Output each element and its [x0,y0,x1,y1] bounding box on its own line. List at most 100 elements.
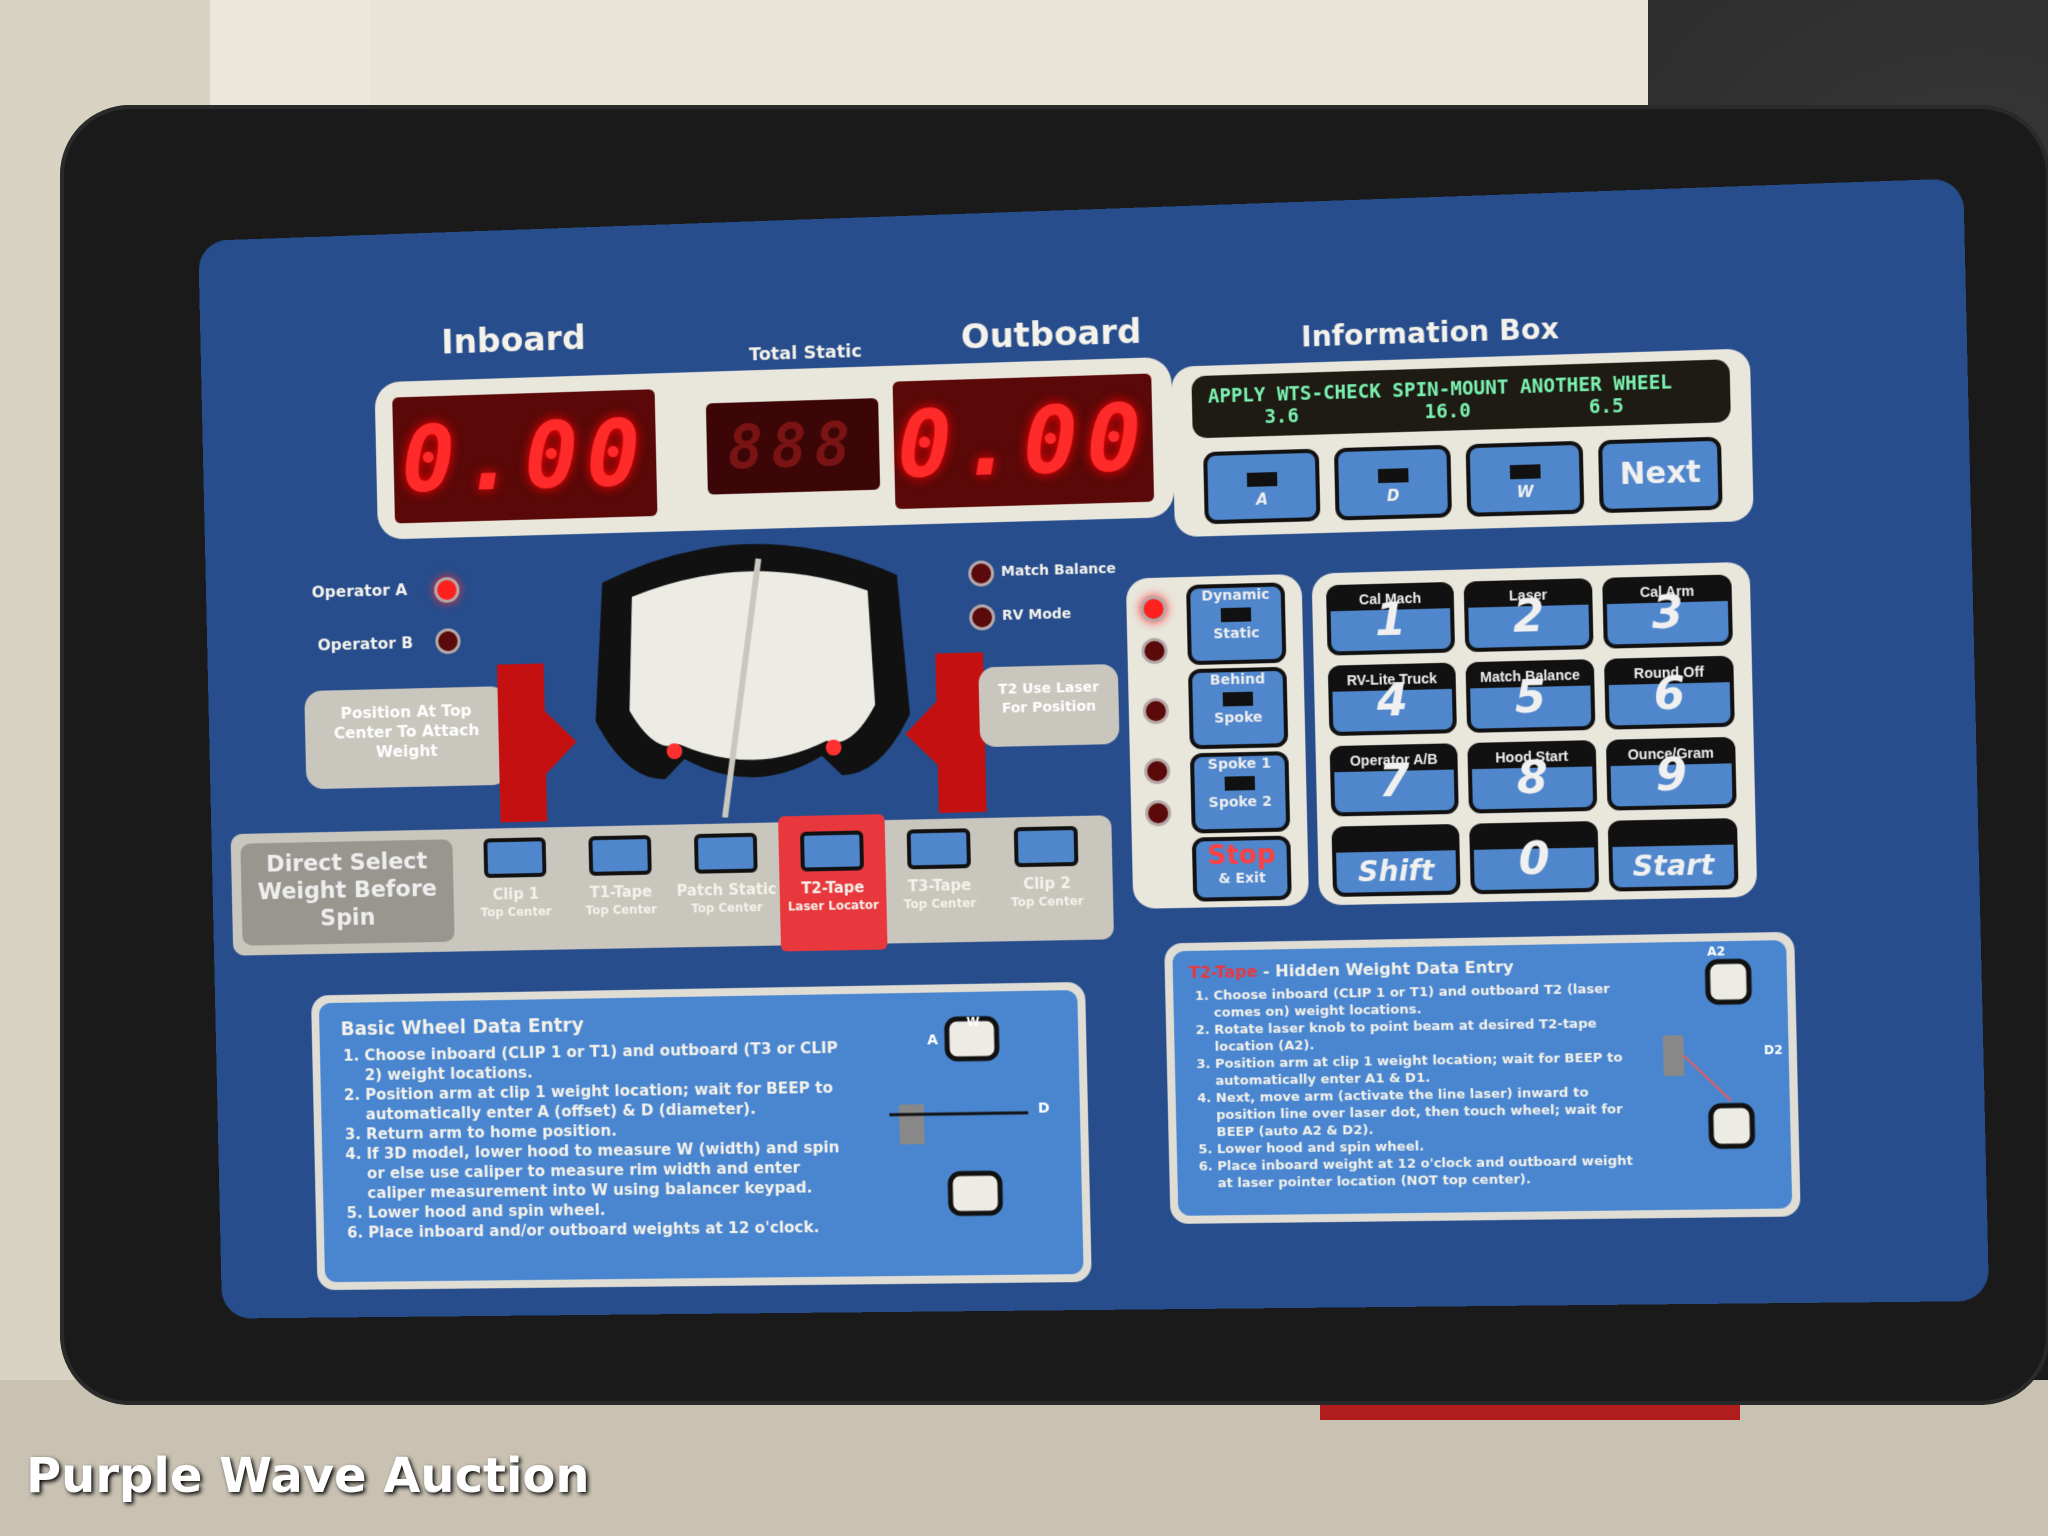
info-w-button[interactable]: W [1466,441,1585,517]
behind-spoke-button[interactable]: BehindSpoke [1188,667,1288,750]
info-box: APPLY WTS-CHECK SPIN-MOUNT ANOTHER WHEEL… [1171,348,1754,537]
keypad-key-value: 3 [1607,586,1729,641]
vfd-value-a: 3.6 [1208,405,1299,430]
operator-a-led [434,577,460,603]
vfd-value-w: 6.5 [1471,395,1624,422]
keypad-key-shift[interactable]: Shift [1331,824,1460,897]
rv-mode-led [969,604,995,631]
direct-select-button[interactable] [483,837,546,878]
instruction-step: If 3D model, lower hood to measure W (wi… [366,1137,851,1203]
spoke2-led [1145,800,1172,827]
direct-select-label: Clip 2Top Center [995,874,1099,912]
outboard-value: 0.00 [896,384,1151,498]
wheel-diagram: A W D [887,1012,1071,1234]
control-panel: Inboard Total Static Outboard 0.00 888 0… [198,178,1989,1318]
keypad-key-value: 1 [1330,593,1451,647]
inboard-value: 0.00 [400,400,649,513]
keypad-key-start[interactable]: Start [1608,818,1739,892]
t2-entry-steps: Choose inboard (CLIP 1 or T1) and outboa… [1189,980,1639,1192]
inboard-position-arrow [497,663,578,823]
direct-select-title: Direct Select Weight Before Spin [240,839,454,945]
operator-b-led [435,628,461,654]
keypad: Cal Mach1Laser2Cal Arm3RV-Lite Truck4Mat… [1312,562,1758,906]
total-static-value: 888 [727,410,859,483]
keypad-key-value: 5 [1470,670,1591,724]
keypad-key-label [1336,828,1456,853]
direct-select-label: Clip 1Top Center [465,884,567,922]
direct-select-label: Patch StaticTop Center [675,880,778,918]
vfd-value-d: 16.0 [1299,400,1472,427]
inboard-display: 0.00 [392,389,657,523]
direct-select-button[interactable] [800,831,864,872]
match-balance-led [968,560,994,587]
direct-select-button[interactable] [1014,826,1079,867]
keypad-key-5[interactable]: Match Balance5 [1465,659,1595,733]
direct-select-label: T1-TapeTop Center [570,882,672,920]
next-button[interactable]: Next [1598,437,1723,514]
keypad-key-value: 6 [1608,667,1730,722]
t2-entry-box: T2-Tape - Hidden Weight Data Entry Choos… [1164,932,1801,1224]
keypad-key-6[interactable]: Round Off6 [1604,656,1735,730]
keypad-key-value: 2 [1468,589,1589,644]
operator-a-label: Operator A [311,580,407,601]
basic-entry-steps: Choose inboard (CLIP 1 or T1) and outboa… [341,1038,853,1243]
diagram-label-a2: A2 [1707,944,1725,959]
keypad-key-0[interactable]: 0 [1469,821,1599,894]
dynamic-static-led [1140,596,1167,623]
instruction-step: Place inboard weight at 12 o'clock and o… [1217,1153,1640,1193]
t2-entry-title: - Hidden Weight Data Entry [1257,957,1514,981]
keypad-key-8[interactable]: Hood Start8 [1467,740,1597,814]
spoke1-led [1144,758,1171,785]
diagram-label-a: A [927,1032,938,1048]
keypad-key-value: Shift [1336,853,1456,889]
direct-select-button[interactable] [588,835,651,876]
direct-select-button[interactable] [907,828,971,869]
instruction-step: Position arm at clip 1 weight location; … [365,1078,850,1125]
direct-select-label: T3-TapeTop Center [888,876,992,914]
t2-title-red: T2-Tape [1189,962,1258,982]
static-led [1141,638,1168,665]
watermark: Purple Wave Auction [26,1448,590,1504]
total-static-label: Total Static [749,341,862,366]
laser-note: T2 Use Laser For Position [978,664,1119,747]
inboard-label: Inboard [441,318,586,362]
keypad-key-3[interactable]: Cal Arm3 [1602,574,1733,648]
keypad-key-value: 8 [1472,751,1593,805]
keypad-key-9[interactable]: Ounce/Gram9 [1606,737,1737,811]
keypad-key-value: 4 [1332,674,1453,728]
direct-select-label: T2-TapeLaser Locator [781,878,884,916]
info-a-button[interactable]: A [1203,449,1320,525]
keypad-key-2[interactable]: Laser2 [1464,578,1594,652]
tire-diagram [572,514,932,821]
vfd-display: APPLY WTS-CHECK SPIN-MOUNT ANOTHER WHEEL… [1191,359,1731,438]
mode-keys-panel: DynamicStatic BehindSpoke Spoke 1Spoke 2… [1126,574,1309,909]
spoke-button[interactable]: Spoke 1Spoke 2 [1190,751,1290,833]
keypad-key-1[interactable]: Cal Mach1 [1326,582,1455,656]
diagram-label-d2: D2 [1764,1043,1783,1058]
keypad-key-value: Start [1613,848,1735,884]
position-note: Position At Top Center To Attach Weight [304,686,509,789]
keypad-key-7[interactable]: Operator A/B7 [1330,743,1459,816]
basic-entry-box: Basic Wheel Data Entry Choose inboard (C… [311,982,1092,1290]
rv-mode-label: RV Mode [1002,606,1072,624]
diagram-label-d: D [1038,1100,1050,1116]
total-static-display: 888 [706,398,880,495]
keypad-key-value: 9 [1610,748,1732,802]
keypad-key-label [1612,822,1733,847]
keypad-key-4[interactable]: RV-Lite Truck4 [1328,663,1457,737]
info-box-title: Information Box [1301,312,1559,354]
operator-b-label: Operator B [317,633,413,654]
instruction-step: Next, move arm (activate the line laser)… [1216,1084,1639,1141]
stop-exit-button[interactable]: Stop& Exit [1192,836,1292,902]
direct-select-button[interactable] [694,833,758,874]
match-balance-label: Match Balance [1001,561,1116,580]
dynamic-static-button[interactable]: DynamicStatic [1186,582,1286,665]
keypad-key-value: 7 [1334,754,1455,808]
t2-diagram: A2 D2 [1651,942,1790,1167]
info-d-button[interactable]: D [1334,445,1452,521]
behind-spoke-led [1143,698,1170,725]
outboard-label: Outboard [960,312,1141,358]
keypad-key-value: 0 [1473,832,1594,886]
diagram-label-w: W [966,1015,979,1029]
outboard-display: 0.00 [893,373,1155,509]
